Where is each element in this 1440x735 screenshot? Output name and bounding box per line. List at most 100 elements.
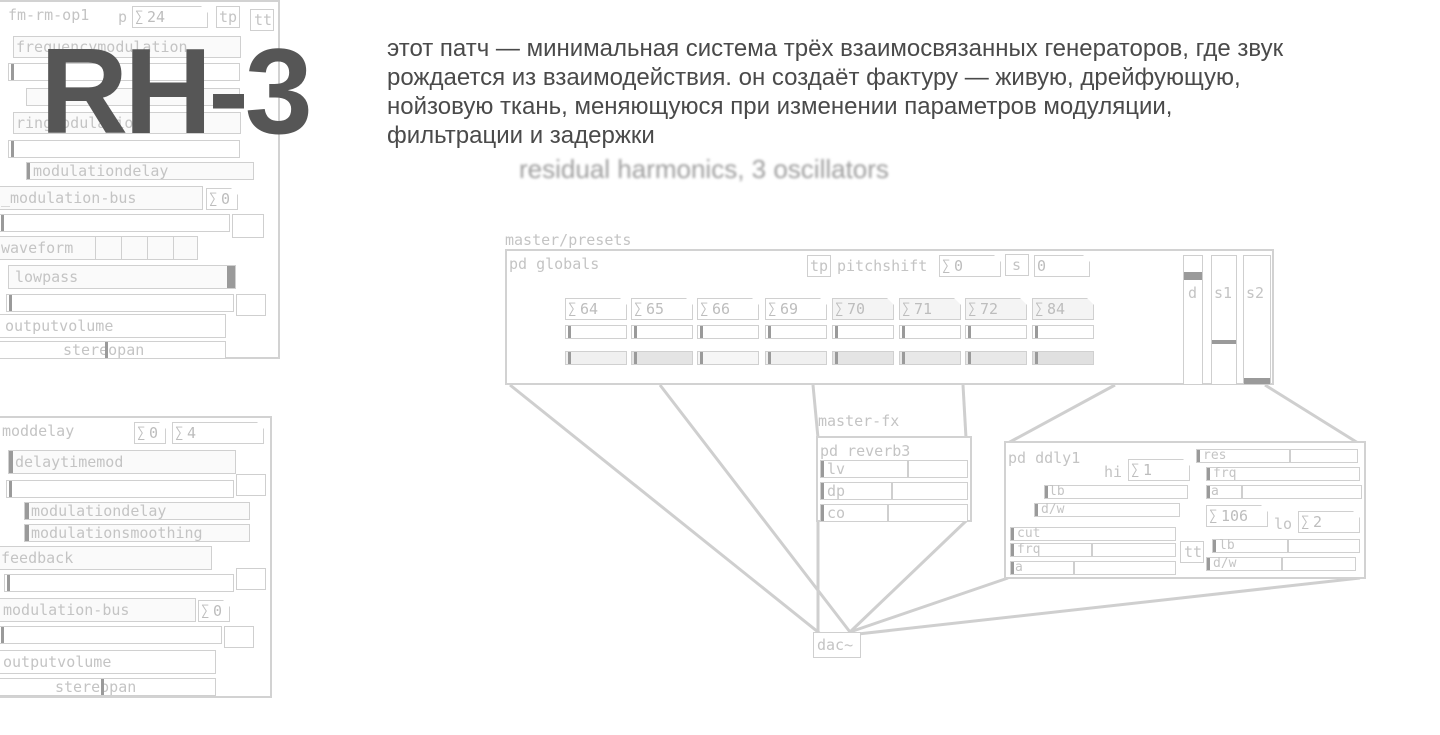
preset-slider-5b[interactable] — [832, 351, 894, 365]
stereo-pan-slider[interactable]: stereopan — [0, 341, 226, 359]
modulation-bus-slider[interactable]: _modulation-bus — [0, 186, 203, 210]
tp-toggle[interactable]: tp — [216, 6, 240, 28]
patch-description: этот патч — минимальная система трёх вза… — [387, 35, 1284, 149]
preset-slider-7b[interactable] — [965, 351, 1027, 365]
mod-slider-2[interactable] — [8, 140, 240, 158]
ddly-tt-bang[interactable]: tt — [1180, 541, 1204, 563]
ddly-time-number[interactable]: ∑106 — [1206, 505, 1268, 527]
ring-modulation-slider[interactable]: ringmodulation — [13, 112, 241, 134]
moddelay-number-a[interactable]: ∑0 — [134, 422, 166, 444]
lowpass-slider[interactable]: lowpass — [8, 265, 236, 289]
cord-globals-ddly-1 — [1007, 383, 1116, 445]
preset-slider-8b[interactable] — [1032, 351, 1094, 365]
preset-slider-8a[interactable] — [1032, 325, 1094, 339]
d-vslider[interactable]: d — [1183, 255, 1203, 385]
preset-72-number[interactable]: ∑72 — [965, 298, 1027, 320]
delay-mod-message-2[interactable] — [224, 626, 254, 648]
patch-subtitle: residual harmonics, 3 oscillators — [519, 154, 889, 184]
preset-slider-4a[interactable] — [765, 325, 827, 339]
preset-slider-1b[interactable] — [565, 351, 627, 365]
preset-slider-2b[interactable] — [631, 351, 693, 365]
s-bang[interactable]: s — [1005, 254, 1029, 276]
preset-slider-4b[interactable] — [765, 351, 827, 365]
p-number-box[interactable]: ∑24 — [132, 6, 208, 28]
mod-slider-3[interactable] — [0, 214, 230, 232]
delay-modulation-delay-slider[interactable]: modulationdelay — [24, 502, 250, 520]
ddly-frq2-slider[interactable]: frq — [1206, 467, 1360, 481]
delay-stereo-pan-slider[interactable]: stereopan — [0, 678, 216, 696]
preset-slider-3b[interactable] — [697, 351, 759, 365]
ddly-a2-slider[interactable]: a — [1206, 485, 1362, 499]
pitchshift-label: pitchshift — [837, 257, 928, 275]
preset-slider-3a[interactable] — [697, 325, 759, 339]
globals-tp-toggle[interactable]: tp — [807, 255, 831, 277]
cord-reverb-dac-2 — [848, 519, 968, 634]
delay-output-volume-slider[interactable]: outputvolume — [0, 650, 216, 674]
ddly-lb-slider[interactable]: lb — [1044, 485, 1188, 499]
preset-66-number[interactable]: ∑66 — [697, 298, 759, 320]
moddelay-panel: moddelay ∑0 ∑4 delaytimemod modulationde… — [0, 416, 272, 698]
reverb-dp-slider[interactable]: dp — [820, 482, 968, 500]
feedback-mod-message[interactable] — [236, 568, 266, 590]
hi-number[interactable]: ∑1 — [1128, 459, 1190, 481]
cord-globals-reverb-1 — [811, 384, 820, 439]
delay-mod-slider-2[interactable] — [0, 626, 222, 644]
feedback-mod-slider[interactable] — [4, 574, 234, 592]
preset-64-number[interactable]: ∑64 — [565, 298, 627, 320]
preset-65-number[interactable]: ∑65 — [631, 298, 693, 320]
modulation-bus-number[interactable]: ∑0 — [206, 188, 238, 210]
s2-vslider[interactable]: s2 — [1243, 255, 1271, 385]
feedback-slider[interactable]: feedback — [0, 546, 212, 570]
hi-label: hi — [1104, 463, 1123, 481]
preset-slider-6b[interactable] — [899, 351, 961, 365]
ddly-name: pd ddly1 — [1008, 449, 1081, 467]
dac-object[interactable]: dac~ — [813, 632, 861, 658]
ddly-dw-slider[interactable]: d/w — [1034, 503, 1180, 517]
ddly-a-slider[interactable]: a — [1010, 561, 1176, 575]
mod-message-1[interactable] — [232, 214, 264, 238]
preset-69-number[interactable]: ∑69 — [765, 298, 827, 320]
cord-ddly-dac-2 — [857, 576, 1361, 636]
ddly-frq-slider[interactable]: frq — [1010, 543, 1176, 557]
lo-number[interactable]: ∑2 — [1298, 511, 1360, 533]
mod-row-slider[interactable] — [26, 88, 240, 106]
reverb-panel: pd reverb3 lv dp co — [816, 436, 972, 522]
moddelay-number-b[interactable]: ∑4 — [172, 422, 264, 444]
delay-mod-message[interactable] — [236, 474, 266, 496]
output-volume-slider[interactable]: outputvolume — [0, 314, 226, 338]
patch-title: RH-3 — [40, 23, 313, 159]
preset-slider-6a[interactable] — [899, 325, 961, 339]
preset-slider-7a[interactable] — [965, 325, 1027, 339]
master-presets-label: master/presets — [505, 231, 632, 249]
moddelay-name: moddelay — [2, 422, 75, 440]
delay-modulation-bus-slider[interactable]: modulation-bus — [0, 598, 196, 622]
reverb-lv-slider[interactable]: lv — [820, 460, 968, 478]
waveform-radio[interactable]: waveform — [0, 236, 198, 260]
ddly-lb2-slider[interactable]: lb — [1212, 539, 1360, 553]
delay-modulation-bus-number[interactable]: ∑0 — [198, 600, 230, 622]
delay-time-mod-slider[interactable]: delaytimemod — [8, 450, 236, 474]
pitchshift-number[interactable]: ∑0 — [939, 255, 1001, 277]
reverb-co-slider[interactable]: co — [820, 504, 968, 522]
mod-slider-1[interactable] — [8, 63, 240, 81]
globals-name: pd globals — [509, 255, 600, 273]
s1-vslider[interactable]: s1 — [1211, 255, 1237, 385]
preset-71-number[interactable]: ∑71 — [899, 298, 961, 320]
s-number[interactable]: ∑0 — [1034, 255, 1090, 277]
lo-label: lo — [1274, 515, 1293, 533]
modulation-smoothing-slider[interactable]: modulationsmoothing — [24, 524, 250, 542]
ddly-dw2-slider[interactable]: d/w — [1206, 557, 1356, 571]
mod-message-2[interactable] — [236, 294, 266, 316]
ddly-res-slider[interactable]: res — [1196, 449, 1358, 463]
modulation-delay-slider[interactable]: modulationdelay — [26, 162, 254, 180]
mod-slider-4[interactable] — [6, 294, 234, 312]
ddly-cut-slider[interactable]: cut — [1010, 527, 1176, 541]
frequency-modulation-slider[interactable]: frequencymodulation — [13, 36, 241, 58]
preset-slider-5a[interactable] — [832, 325, 894, 339]
preset-84-number[interactable]: ∑84 — [1032, 298, 1094, 320]
preset-slider-1a[interactable] — [565, 325, 627, 339]
preset-70-number[interactable]: ∑70 — [832, 298, 894, 320]
tt-bang[interactable]: tt — [250, 9, 274, 31]
delay-mod-slider[interactable] — [6, 480, 234, 498]
preset-slider-2a[interactable] — [631, 325, 693, 339]
